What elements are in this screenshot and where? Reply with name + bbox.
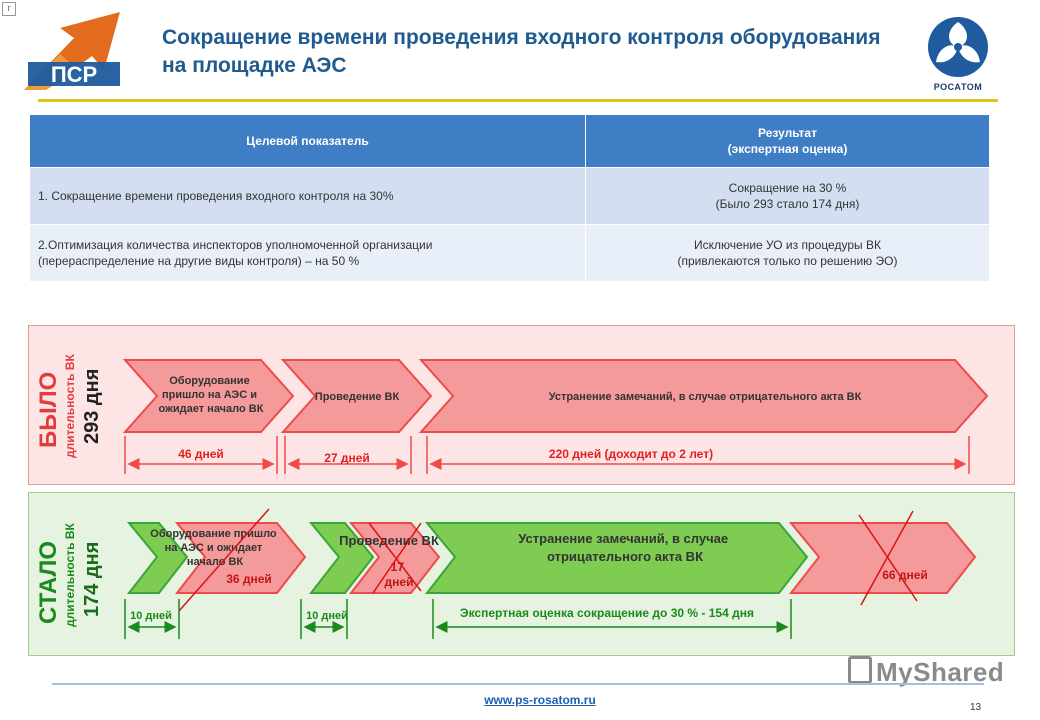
before-step1-arrow bbox=[122, 359, 295, 433]
slide-title: Сокращение времени проведения входного к… bbox=[162, 26, 881, 77]
header-result-line1: Результат bbox=[758, 126, 817, 140]
before-step3-arrow bbox=[418, 359, 989, 433]
before-duration2: 27 дней bbox=[324, 451, 370, 465]
after-step4-red-arrow bbox=[788, 522, 977, 594]
watermark-text: MyShared bbox=[876, 657, 1005, 687]
after-step4-crossed-days: 66 дней bbox=[882, 568, 928, 582]
kpi-table: Целевой показатель Результат (экспертная… bbox=[29, 114, 990, 282]
after-step4-cross-a bbox=[858, 514, 918, 602]
row1-indicator: 1. Сокращение времени проведения входног… bbox=[29, 167, 586, 225]
watermark: MyShared bbox=[848, 656, 1004, 688]
after-step2-green-arrow bbox=[308, 522, 375, 594]
corner-mark: г bbox=[2, 2, 16, 16]
ps-logo: ПСР bbox=[24, 12, 120, 90]
after-panel: СТАЛО длительность ВК 174 дня Оборудован… bbox=[28, 492, 1015, 656]
row2-result-line2: (привлекаются только по решению ЭО) bbox=[677, 254, 898, 268]
rosatom-emblem-icon bbox=[928, 17, 988, 77]
after-duration1: 10 дней bbox=[130, 610, 172, 622]
after-step2-text: Проведение ВК bbox=[339, 533, 439, 548]
before-step1-text: Оборудование пришло на АЭС и ожидает нач… bbox=[159, 375, 264, 415]
before-step2-text: Проведение ВК bbox=[315, 391, 400, 403]
watermark-icon bbox=[848, 656, 872, 684]
before-panel: БЫЛО длительность ВК 293 дня Оборудовани… bbox=[28, 325, 1015, 485]
page-number: 13 bbox=[970, 702, 982, 713]
after-duration3: Экспертная оценка сокращение до 30 % - 1… bbox=[460, 606, 754, 620]
table-header-row: Целевой показатель Результат (экспертная… bbox=[29, 114, 990, 168]
after-step1-text: Оборудование пришло на АЭС и ожидает нач… bbox=[150, 528, 279, 568]
after-step2-cross-a bbox=[368, 522, 422, 592]
after-step1-crossed-days: 36 дней bbox=[226, 572, 272, 586]
row2-indicator: 2.Оптимизация количества инспекторов упо… bbox=[29, 224, 586, 282]
before-duration3: 220 дней (доходит до 2 лет) bbox=[549, 447, 713, 461]
before-timeline: Оборудование пришло на АЭС и ожидает нач… bbox=[122, 359, 989, 474]
row2-result-line1: Исключение УО из процедуры ВК bbox=[694, 238, 881, 252]
row2-indicator-line1: 2.Оптимизация количества инспекторов упо… bbox=[38, 238, 433, 252]
after-duration2: 10 дней bbox=[306, 610, 348, 622]
footer-link[interactable]: www.ps-rosatom.ru bbox=[484, 693, 596, 707]
footer-divider bbox=[52, 683, 984, 685]
row2-result: Исключение УО из процедуры ВК (привлекаю… bbox=[585, 224, 990, 282]
after-step1-green-arrow bbox=[126, 522, 189, 594]
row2-indicator-line2: (перераспределение на другие виды контро… bbox=[38, 254, 360, 268]
after-timeline: Оборудование пришло на АЭС и ожидает нач… bbox=[124, 508, 977, 639]
before-duration1: 46 дней bbox=[178, 447, 224, 461]
after-step3-green-arrow bbox=[424, 522, 809, 594]
after-step3-text: Устранение замечаний, в случае отрицател… bbox=[518, 531, 731, 564]
header-result: Результат (экспертная оценка) bbox=[585, 114, 990, 168]
table-row: 2.Оптимизация количества инспекторов упо… bbox=[29, 224, 990, 282]
header-result-line2: (экспертная оценка) bbox=[727, 142, 848, 156]
ps-logo-text: ПСР bbox=[51, 62, 97, 87]
row1-result-line2: (Было 293 стало 174 дня) bbox=[715, 197, 860, 211]
rosatom-logo: РОСАТОМ bbox=[918, 14, 998, 92]
header-indicator: Целевой показатель bbox=[29, 114, 586, 168]
after-step4-cross-b bbox=[860, 510, 914, 606]
after-step2-cross-b bbox=[372, 522, 422, 594]
row1-result: Сокращение на 30 % (Было 293 стало 174 д… bbox=[585, 167, 990, 225]
before-step3-text: Устранение замечаний, в случае отрицател… bbox=[549, 391, 862, 403]
row1-result-line1: Сокращение на 30 % bbox=[728, 181, 847, 195]
title-divider bbox=[38, 99, 998, 102]
after-step1-cross-line bbox=[178, 508, 270, 612]
rosatom-text: РОСАТОМ bbox=[933, 82, 983, 92]
before-step2-arrow bbox=[280, 359, 433, 433]
after-step1-red-arrow bbox=[174, 522, 307, 594]
table-row: 1. Сокращение времени проведения входног… bbox=[29, 167, 990, 225]
